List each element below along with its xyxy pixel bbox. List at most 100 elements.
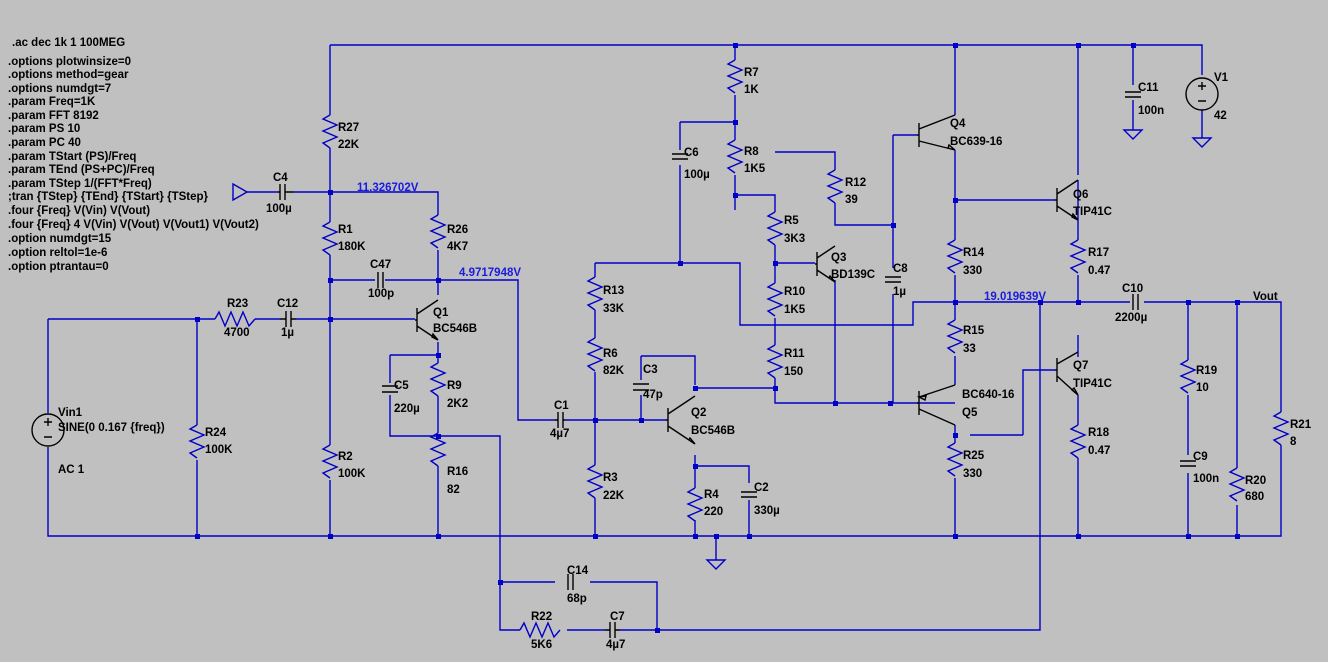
resistor-value: 4700 — [224, 327, 250, 339]
resistor-value: 39 — [845, 194, 858, 206]
directive-line: .options method=gear — [8, 69, 129, 81]
resistor-value: 100K — [205, 444, 233, 456]
directive-line: .options plotwinsize=0 — [8, 56, 131, 68]
resistor-name: R24 — [205, 427, 227, 439]
transistor-name: Q7 — [1073, 360, 1088, 372]
capacitor-value: 4µ7 — [550, 428, 569, 440]
source-spec: SINE(0 0.167 {freq}) — [58, 422, 165, 434]
capacitor-value: 47p — [643, 389, 663, 401]
source-ac: AC 1 — [58, 464, 85, 476]
resistor-value: 82K — [603, 365, 625, 377]
resistor-value: 22K — [338, 139, 360, 151]
directive-line: .param TEnd (PS+PC)/Freq — [8, 164, 155, 176]
resistor-name: R22 — [531, 611, 552, 623]
directive-line: .param PC 40 — [8, 137, 81, 149]
resistor-value: 8 — [1290, 436, 1297, 448]
resistor-name: R19 — [1196, 365, 1217, 377]
resistor-value: 2K2 — [447, 398, 468, 410]
resistor-name: R1 — [338, 224, 353, 236]
directive-ac: .ac dec 1k 1 100MEG — [12, 37, 125, 49]
directive-line: ;tran {TStep} {TEnd} {TStart} {TStep} — [8, 191, 209, 203]
resistor-name: R26 — [447, 224, 468, 236]
spice-directives: .ac dec 1k 1 100MEG .options plotwinsize… — [8, 37, 259, 273]
capacitor-value: 4µ7 — [606, 639, 625, 651]
resistor-name: R17 — [1088, 247, 1109, 259]
resistor-name: R16 — [447, 466, 468, 478]
transistor-model: BC640-16 — [962, 389, 1014, 401]
capacitor-value: 100p — [368, 288, 394, 300]
source-name: V1 — [1214, 72, 1229, 84]
capacitor-name: C7 — [610, 611, 625, 623]
resistor-value: 82 — [447, 484, 460, 496]
node-voltages: 11.326702V 4.9717948V 19.019639V Vout — [357, 182, 1278, 303]
resistor-value: 33 — [963, 343, 976, 355]
node-voltage-label: 4.9717948V — [459, 267, 521, 279]
capacitor-name: C4 — [273, 172, 288, 184]
directive-line: .four {Freq} V(Vin) V(Vout) — [8, 205, 150, 217]
resistor-value: 33K — [603, 303, 625, 315]
resistor-name: R8 — [744, 146, 759, 158]
resistor-value: 100K — [338, 468, 366, 480]
capacitor-value: 1µ — [893, 286, 906, 298]
node-voltage-label: 11.326702V — [357, 182, 419, 194]
capacitor-value: 68p — [567, 593, 587, 605]
directive-line: .param TStep 1/(FFT*Freq) — [8, 178, 152, 190]
directive-line: .option ptrantau=0 — [8, 261, 109, 273]
capacitor-value: 100n — [1138, 105, 1164, 117]
transistor-model: BC639-16 — [950, 136, 1002, 148]
transistor-model: BC546B — [691, 425, 735, 437]
resistor-value: 330 — [963, 468, 982, 480]
capacitor-value: 100µ — [684, 169, 710, 181]
resistor-name: R21 — [1290, 419, 1312, 431]
transistor-labels: Q1 BC546B Q2 BC546B Q3 BD139C Q4 BC639-1… — [433, 118, 1112, 437]
transistor-name: Q6 — [1073, 189, 1088, 201]
resistor-name: R18 — [1088, 427, 1110, 439]
directive-line: .param PS 10 — [8, 123, 80, 135]
source-name: Vin1 — [58, 407, 83, 419]
resistor-value: 1K — [744, 84, 759, 96]
directive-line: .option numdgt=15 — [8, 233, 112, 245]
ground-symbols — [232, 129, 1213, 570]
transistor-name: Q4 — [950, 118, 966, 130]
capacitor-value: 220µ — [394, 403, 420, 415]
resistor-name: R3 — [603, 472, 618, 484]
capacitor-labels: C4 100µ C12 1µ C47 100p C5 220µ C1 4µ7 C… — [266, 82, 1219, 651]
capacitor-shapes — [278, 91, 1196, 638]
resistor-name: R5 — [784, 215, 799, 227]
capacitor-name: C8 — [893, 263, 908, 275]
resistor-value: 1K5 — [784, 304, 806, 316]
resistor-name: R4 — [704, 489, 719, 501]
transistor-name: Q2 — [691, 407, 706, 419]
node-voltage-label: 19.019639V — [984, 291, 1046, 303]
transistor-model: BD139C — [831, 269, 875, 281]
directive-line: .param FFT 8192 — [8, 110, 99, 122]
resistor-name: R27 — [338, 122, 359, 134]
resistor-name: R12 — [845, 177, 866, 189]
resistor-value: 150 — [784, 366, 803, 378]
resistor-value: 4K7 — [447, 241, 468, 253]
resistor-value: 180K — [338, 241, 366, 253]
resistor-value: 5K6 — [531, 639, 552, 651]
resistor-value: 0.47 — [1088, 445, 1110, 457]
capacitor-name: C3 — [643, 364, 658, 376]
capacitor-name: C5 — [394, 380, 409, 392]
transistor-shapes — [415, 114, 1079, 445]
transistor-name: Q5 — [962, 407, 978, 419]
capacitor-value: 100µ — [266, 203, 292, 215]
resistor-value: 330 — [963, 265, 982, 277]
transistor-name: Q3 — [831, 252, 846, 264]
resistor-name: R15 — [963, 325, 985, 337]
resistor-shapes — [188, 59, 1290, 639]
resistor-value: 680 — [1245, 491, 1264, 503]
capacitor-name: C1 — [554, 400, 569, 412]
capacitor-name: C6 — [684, 147, 699, 159]
directive-line: .options numdgt=7 — [8, 83, 111, 95]
directive-line: .param Freq=1K — [8, 96, 96, 108]
resistor-value: 220 — [704, 506, 723, 518]
directive-line: .option reltol=1e-6 — [8, 247, 107, 259]
resistor-value: 0.47 — [1088, 265, 1110, 277]
capacitor-value: 1µ — [281, 327, 294, 339]
resistor-name: R10 — [784, 286, 805, 298]
capacitor-name: C14 — [567, 565, 589, 577]
